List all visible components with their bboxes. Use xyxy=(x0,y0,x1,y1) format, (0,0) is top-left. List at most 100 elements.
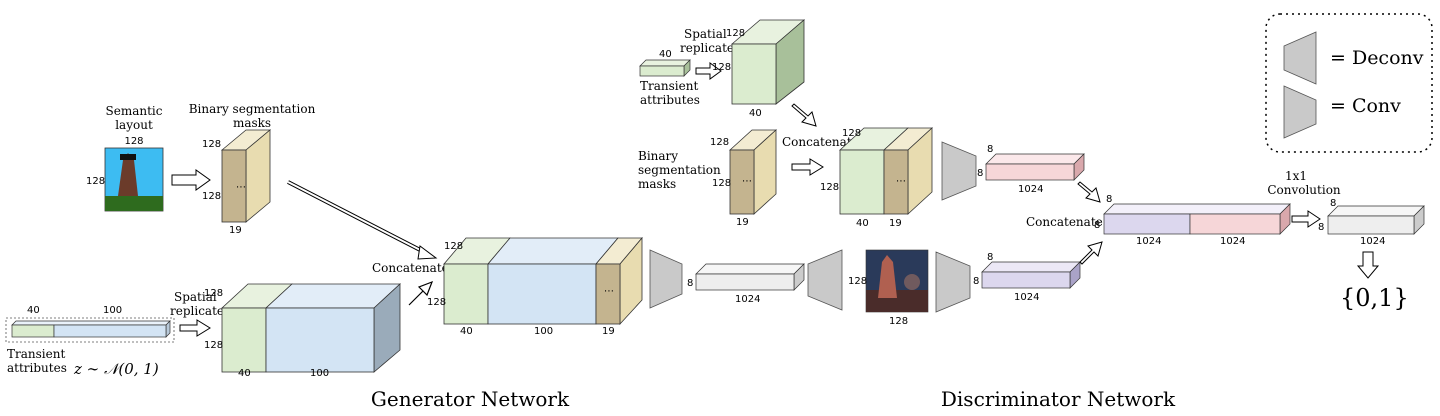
arrow-1x1 xyxy=(1291,210,1321,228)
masks-dim-19: 19 xyxy=(229,225,242,236)
legend-conv-label: = Conv xyxy=(1330,95,1401,117)
dconcat-dim-19: 19 xyxy=(889,218,902,229)
svg-text:⋯: ⋯ xyxy=(896,176,906,187)
gconcat-dim-40: 40 xyxy=(460,326,473,337)
disc-pink-vector xyxy=(985,153,1085,181)
disc-purple-vector xyxy=(981,261,1081,289)
conv1x1-label-2: Convolution xyxy=(1267,183,1341,197)
semantic-layout-image xyxy=(104,147,164,212)
drep-dim-40: 40 xyxy=(749,108,762,119)
spatial-label-2: replicate xyxy=(170,304,224,318)
purple-dim-8a: 8 xyxy=(987,252,993,263)
spatial-label-1: Spatial xyxy=(174,290,217,304)
legend-deconv-shape xyxy=(1283,31,1317,85)
gen-concat-tensor: ⋯ xyxy=(443,236,643,326)
rep-dim-128b: 128 xyxy=(204,340,223,351)
disc-transient-vector xyxy=(639,59,691,77)
final-dim-8a: 8 xyxy=(1106,194,1112,205)
conv1x1-label-1: 1x1 xyxy=(1285,169,1307,183)
dspatial-label-1: Spatial xyxy=(684,27,727,41)
disc-concat-tensor: ⋯ xyxy=(838,127,934,215)
disc-concatenate-top: Concatenate xyxy=(782,135,859,149)
dtrans-label-1: Transient xyxy=(640,79,698,93)
legend-box xyxy=(1265,13,1433,153)
gimg-dim-128a: 128 xyxy=(848,276,867,287)
drep-dim-128a: 128 xyxy=(726,28,745,39)
transient-label-1: Transient xyxy=(7,347,65,361)
dmasks-label-2: segmentation xyxy=(638,163,721,177)
svg-text:⋯: ⋯ xyxy=(742,176,752,187)
replicated-tensor xyxy=(220,283,402,373)
purple-dim-1024: 1024 xyxy=(1014,292,1039,303)
dconcat-dim-128a: 128 xyxy=(842,128,861,139)
transient-vector xyxy=(11,320,171,338)
dconcat-dim-128b: 128 xyxy=(820,182,839,193)
transient-vector-frame xyxy=(5,317,175,343)
legend-conv-shape xyxy=(1283,85,1317,139)
binary-masks-label-1: Binary segmentation xyxy=(189,102,316,116)
transient-dim-40: 40 xyxy=(27,305,40,316)
gconcat-dim-128a: 128 xyxy=(444,241,463,252)
dtrans-label-2: attributes xyxy=(640,93,700,107)
dtrans-dim-40: 40 xyxy=(659,49,672,60)
dmask-dim-19: 19 xyxy=(736,217,749,228)
final-dim-8b: 8 xyxy=(1094,220,1100,231)
dmasks-label-1: Binary xyxy=(638,149,678,163)
gconcat-dim-128b: 128 xyxy=(427,297,446,308)
transient-dim-100: 100 xyxy=(103,305,122,316)
disc-concatenate-final: Concatenate xyxy=(1026,215,1103,229)
gvec-dim-8: 8 xyxy=(687,278,693,289)
generated-image xyxy=(865,249,929,313)
final-dim-1024b: 1024 xyxy=(1220,236,1245,247)
out-dim-1024: 1024 xyxy=(1360,236,1385,247)
disc-conv-upper xyxy=(941,141,977,201)
disc-binary-masks: ⋯ xyxy=(728,129,778,215)
pink-dim-8b: 8 xyxy=(977,168,983,179)
transient-label-2: attributes xyxy=(7,361,67,375)
rep-dim-128a: 128 xyxy=(204,288,223,299)
dmask-dim-128b: 128 xyxy=(712,178,731,189)
rep-dim-100: 100 xyxy=(310,368,329,379)
generator-title: Generator Network xyxy=(371,387,570,411)
output-vector xyxy=(1327,205,1425,235)
svg-text:⋯: ⋯ xyxy=(236,182,246,193)
dmask-dim-128a: 128 xyxy=(710,137,729,148)
rep-dim-40: 40 xyxy=(238,368,251,379)
gconcat-dim-19: 19 xyxy=(602,326,615,337)
arrow-layout-to-masks xyxy=(171,169,211,191)
gen-deconv-1 xyxy=(807,249,843,311)
gen-concatenate-label: Concatenate xyxy=(372,261,449,275)
arrow-pink-to-concat xyxy=(1077,181,1101,203)
legend-deconv-label: = Deconv xyxy=(1330,47,1424,69)
gvec-dim-1024: 1024 xyxy=(735,294,760,305)
out-dim-8b: 8 xyxy=(1318,222,1324,233)
purple-dim-8b: 8 xyxy=(973,276,979,287)
gimg-dim-128b: 128 xyxy=(889,316,908,327)
dmasks-label-3: masks xyxy=(638,177,676,191)
noise-label: z ∼ 𝒩(0, 1) xyxy=(73,360,159,378)
arrow-purple-to-concat xyxy=(1079,241,1103,265)
masks-dim-128b: 128 xyxy=(202,191,221,202)
output-binary: {0,1} xyxy=(1340,284,1409,312)
arrow-spatial-replicate xyxy=(179,319,211,337)
arrow-d-rep-to-concat xyxy=(791,103,817,127)
binary-masks-label-2: masks xyxy=(233,116,271,130)
svg-text:⋯: ⋯ xyxy=(604,286,614,297)
gconcat-dim-100: 100 xyxy=(534,326,553,337)
semantic-layout-height: 128 xyxy=(86,176,105,187)
arrow-d-spatial xyxy=(695,62,722,80)
out-dim-8a: 8 xyxy=(1330,198,1336,209)
binary-masks-block: ⋯ xyxy=(220,129,272,223)
arrow-to-output xyxy=(1356,251,1380,279)
semantic-layout-label-2: layout xyxy=(115,118,153,132)
gen-conv-1 xyxy=(649,249,683,309)
disc-replicated-green xyxy=(730,19,806,105)
disc-final-concat xyxy=(1103,203,1291,235)
dconcat-dim-40: 40 xyxy=(856,218,869,229)
disc-conv-lower xyxy=(935,251,971,313)
dspatial-label-2: replicate xyxy=(680,41,734,55)
pink-dim-1024: 1024 xyxy=(1018,184,1043,195)
arrow-rep-to-concat xyxy=(408,280,434,306)
drep-dim-128b: 128 xyxy=(712,62,731,73)
